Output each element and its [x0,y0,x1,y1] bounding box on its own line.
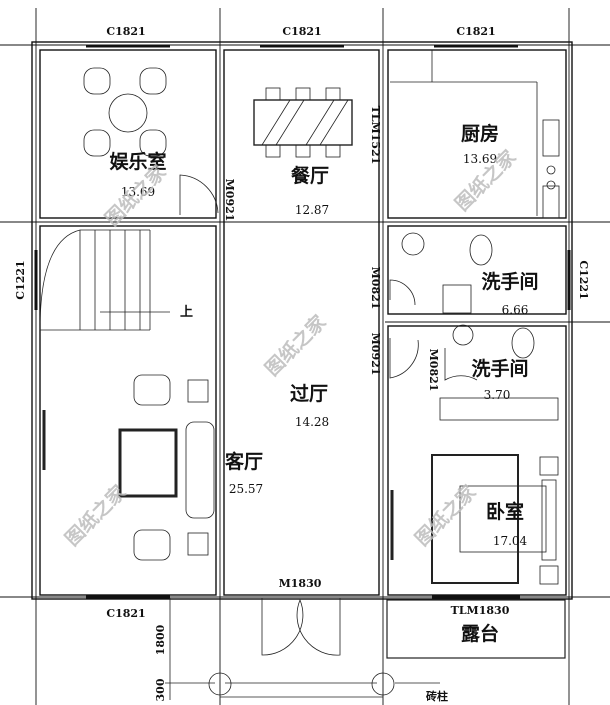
window-label: C1821 [106,25,145,38]
window-label: C1221 [14,260,27,299]
door-label: M0821 [427,349,440,392]
brick-pillar-right [371,672,395,696]
window-label: C1821 [282,25,321,38]
bathroom-fixtures [401,232,559,421]
door-label: TLM1830 [451,604,510,617]
room-name: 洗手间 [471,357,528,380]
room-area: 13.69 [121,185,155,199]
room-area: 13.69 [463,152,497,166]
watermark: 图纸之家 [60,480,131,551]
window-marks [34,44,571,599]
room-name: 卧室 [486,500,524,523]
dimension-label: 1800 [154,624,167,655]
stair-up-label: 上 [180,305,193,320]
brick-pillar-left [208,672,232,696]
window-label: C1821 [456,25,495,38]
terrace [386,599,566,659]
window-label: C1221 [577,260,590,299]
porch [165,598,440,700]
room-name: 洗手间 [481,270,538,293]
bed [390,454,559,585]
walls [31,41,573,600]
door-swings [179,174,478,656]
room-name: 娱乐室 [109,150,166,173]
room-area: 17.04 [493,534,528,548]
room-area: 25.57 [229,482,263,496]
recreation-table [83,67,167,157]
watermark: 图纸之家 [410,480,481,551]
door-label: M0921 [223,179,236,222]
watermark: 图纸之家 [260,310,331,381]
room-name: 过厅 [290,383,328,405]
kitchen-fixtures [542,119,560,219]
window-label: C1821 [106,607,145,620]
terrace-label: 露台 [461,622,499,645]
room-name: 客厅 [225,450,263,473]
room-area: 3.70 [484,388,511,402]
room-area: 12.87 [295,203,329,217]
stairs [39,229,170,331]
living-furniture [42,374,215,561]
room-name: 餐厅 [291,164,329,187]
room-area: 14.28 [295,415,329,429]
door-label: M0921 [369,333,382,376]
dining-table [253,87,353,158]
door-label: TLM1521 [369,106,382,165]
door-label: M0821 [369,267,382,310]
pillar-label: 砖柱 [426,689,448,703]
door-label: M1830 [279,577,322,590]
dimension-label: 300 [154,678,167,701]
room-name: 厨房 [461,122,499,145]
room-area: 6.66 [502,303,529,317]
